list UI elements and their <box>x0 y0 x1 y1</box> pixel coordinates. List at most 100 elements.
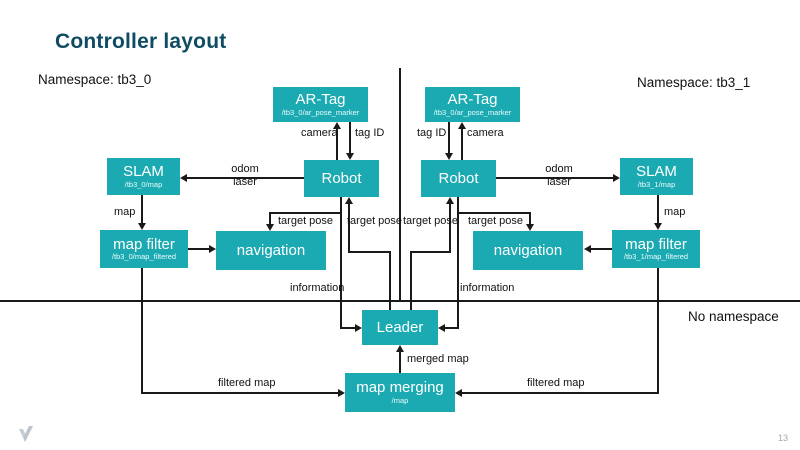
edge-camera-left-label: camera <box>301 127 338 139</box>
node-map-filter-left-label: map filter <box>113 235 175 253</box>
edge-target-pose-outer-right-vsegment <box>529 212 531 226</box>
edge-filter-nav-left-segment <box>188 248 210 250</box>
edge-filtered-map-right-label: filtered map <box>527 377 585 389</box>
edge-merged-map-arrowhead <box>396 345 404 352</box>
node-slam-left-label: SLAM <box>123 163 164 181</box>
edge-target-pose-inner-right-hsegment <box>410 251 451 253</box>
node-slam-right-topic: /tb3_1/map <box>637 179 676 189</box>
edge-map-right-arrowhead <box>654 223 662 230</box>
edge-tag-id-left-arrowhead <box>346 153 354 160</box>
edge-information-right-label: information <box>460 282 515 294</box>
edge-camera-right-arrowhead <box>458 122 466 129</box>
edge-information-right-arrowhead <box>438 324 445 332</box>
edge-camera-right-label: camera <box>467 127 504 139</box>
edge-odom-laser-left-segment <box>186 177 304 179</box>
node-navigation-right: navigation <box>473 231 583 270</box>
no-namespace-label: No namespace <box>688 309 779 324</box>
edge-target-pose-inner-right-vsegment2 <box>449 203 451 253</box>
node-robot-right: Robot <box>421 160 496 197</box>
node-robot-left-label: Robot <box>321 169 362 187</box>
edge-target-pose-inner-left-label: target pose <box>347 215 403 227</box>
edge-camera-left-segment <box>336 128 338 160</box>
edge-filter-nav-right-segment <box>590 248 612 250</box>
edge-target-pose-inner-left-arrowhead <box>345 197 353 204</box>
namespace-left-label: Namespace: tb3_0 <box>38 72 152 87</box>
node-slam-right-label: SLAM <box>636 163 677 181</box>
node-ar-tag-right-label: AR-Tag <box>447 91 498 109</box>
edge-filter-nav-right-arrowhead <box>584 245 591 253</box>
edge-target-pose-inner-right-label: target pose <box>403 215 459 227</box>
edge-target-pose-outer-left-hsegment <box>269 212 342 214</box>
edge-target-pose-inner-right-arrowhead <box>446 197 454 204</box>
edge-information-left-arrowhead <box>355 324 362 332</box>
edge-odom-laser-right-segment <box>496 177 614 179</box>
edge-tag-id-left-label: tag ID <box>355 127 385 139</box>
node-leader-label: Leader <box>376 318 424 336</box>
edge-information-right-vsegment <box>457 197 459 329</box>
namespace-right-label: Namespace: tb3_1 <box>637 75 751 90</box>
page-number: 13 <box>777 433 788 443</box>
company-logo-icon <box>15 426 35 448</box>
edge-tag-id-right-arrowhead <box>445 153 453 160</box>
node-navigation-right-label: navigation <box>493 241 563 259</box>
edge-target-pose-inner-right-vsegment1 <box>410 251 412 310</box>
edge-laser-left-label: laser <box>233 176 257 188</box>
edge-target-pose-outer-left-label: target pose <box>278 215 334 227</box>
edge-target-pose-outer-left-arrowhead <box>266 224 274 231</box>
page-title: Controller layout <box>55 30 227 53</box>
edge-filtered-map-left-arrowhead <box>338 389 345 397</box>
node-navigation-left-label: navigation <box>236 241 306 259</box>
edge-filtered-map-right-vsegment <box>657 268 659 394</box>
edge-odom-left-label: odom <box>231 163 259 175</box>
node-robot-right-label: Robot <box>438 169 479 187</box>
node-slam-left-topic: /tb3_0/map <box>124 179 163 189</box>
node-ar-tag-left-topic: /tb3_0/ar_pose_marker <box>281 107 360 117</box>
edge-camera-left-arrowhead <box>333 122 341 129</box>
edge-filter-nav-left-arrowhead <box>209 245 216 253</box>
edge-map-left-arrowhead <box>138 223 146 230</box>
edge-odom-right-label: odom <box>545 163 573 175</box>
edge-information-left-label: information <box>290 282 345 294</box>
node-map-filter-right-label: map filter <box>625 235 687 253</box>
edge-information-left-hsegment <box>340 327 356 329</box>
edge-map-right-label: map <box>664 206 686 218</box>
horizontal-divider <box>0 300 800 302</box>
node-map-merging-topic: /map <box>391 395 409 405</box>
edge-map-left-label: map <box>114 206 136 218</box>
edge-odom-laser-right-label: odom laser <box>540 163 578 189</box>
edge-target-pose-inner-left-vsegment2 <box>348 203 350 253</box>
edge-target-pose-outer-left-vsegment <box>269 212 271 226</box>
node-ar-tag-right-topic: /tb3_0/ar_pose_marker <box>433 107 512 117</box>
node-slam-right: SLAM /tb3_1/map <box>620 158 693 195</box>
edge-tag-id-right-segment <box>448 122 450 154</box>
node-map-filter-left-topic: /tb3_0/map_filtered <box>111 252 177 262</box>
edge-filtered-map-left-label: filtered map <box>218 377 276 389</box>
node-map-merging: map merging /map <box>345 373 455 412</box>
node-map-filter-left: map filter /tb3_0/map_filtered <box>100 230 188 268</box>
edge-tag-id-left-segment <box>349 122 351 154</box>
edge-filtered-map-left-vsegment <box>141 268 143 394</box>
edge-target-pose-inner-left-vsegment1 <box>389 251 391 310</box>
edge-filtered-map-right-arrowhead <box>455 389 462 397</box>
edge-target-pose-outer-right-label: target pose <box>468 215 524 227</box>
edge-information-right-hsegment <box>444 327 459 329</box>
edge-filtered-map-right-hsegment <box>461 392 659 394</box>
node-map-filter-right: map filter /tb3_1/map_filtered <box>612 230 700 268</box>
edge-tag-id-right-label: tag ID <box>417 127 447 139</box>
edge-target-pose-outer-right-arrowhead <box>526 224 534 231</box>
edge-odom-laser-left-arrowhead <box>180 174 187 182</box>
edge-merged-map-segment <box>399 351 401 373</box>
edge-odom-laser-right-arrowhead <box>613 174 620 182</box>
edge-map-right-segment <box>657 195 659 224</box>
edge-merged-map-label: merged map <box>407 353 469 365</box>
edge-filtered-map-left-hsegment <box>141 392 339 394</box>
edge-laser-right-label: laser <box>547 176 571 188</box>
node-map-filter-right-topic: /tb3_1/map_filtered <box>623 252 689 262</box>
edge-odom-laser-left-label: odom laser <box>226 163 264 189</box>
node-robot-left: Robot <box>304 160 379 197</box>
node-map-merging-label: map merging <box>356 379 444 397</box>
node-slam-left: SLAM /tb3_0/map <box>107 158 180 195</box>
node-ar-tag-right: AR-Tag /tb3_0/ar_pose_marker <box>425 87 520 122</box>
node-leader: Leader <box>362 310 438 345</box>
edge-information-left-vsegment <box>340 197 342 329</box>
